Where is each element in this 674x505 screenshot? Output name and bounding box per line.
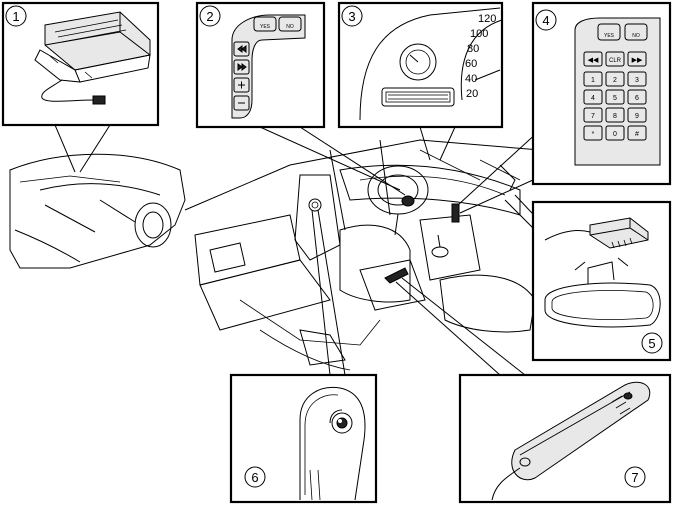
callout-circle-7 [624, 466, 646, 488]
console-keypad-drawing: YES NO ◀◀ CLR ▶▶ 1 2 3 4 5 6 [574, 17, 661, 166]
console-digit-grid: 1 2 3 4 5 6 7 8 9 * 0 # [583, 71, 647, 141]
speaker-grille [331, 412, 353, 434]
digit-key-7: 7 [591, 113, 595, 120]
component-box-2: YES NO 2 [195, 1, 326, 129]
callout-label-2: 2 [206, 9, 213, 24]
headrest-speaker-drawing [299, 386, 366, 501]
wheel-no-label: NO [286, 24, 294, 30]
rearview-mirror [544, 282, 661, 328]
handset-mic [519, 457, 531, 467]
callout-circle-5 [641, 332, 663, 354]
component-box-1: 1 [1, 1, 160, 127]
digit-key-6: 6 [635, 95, 639, 102]
callout-label-5: 5 [648, 336, 655, 351]
console-yes-label: YES [604, 33, 615, 39]
component-box-3: 120 100 80 60 40 20 3 [337, 1, 504, 129]
digit-key-8: 8 [613, 113, 617, 120]
console-no-key [624, 23, 648, 41]
car-interior-background [184, 139, 591, 371]
wheel-no-key [278, 16, 302, 32]
wheel-yes-label: YES [260, 24, 271, 30]
callout-label-3: 3 [348, 9, 355, 24]
speed-label-60: 60 [465, 58, 477, 70]
console-no-label: NO [632, 33, 640, 39]
console-forward-label: ▶▶ [632, 57, 643, 64]
callout-circle-3 [341, 5, 363, 27]
speedometer-scale: 120 100 80 60 40 20 [465, 13, 496, 100]
mirror-microphone-drawing [544, 217, 661, 328]
speed-label-20: 20 [466, 88, 478, 100]
component-box-5: 5 [531, 200, 672, 362]
small-gauge [399, 43, 437, 81]
steering-wheel-keypad-drawing: YES NO [231, 14, 306, 119]
rewind-icon [237, 45, 247, 53]
phone-display-window [381, 87, 455, 107]
digit-key-1: 1 [591, 77, 595, 84]
component-box-7: 7 [458, 373, 672, 504]
car-exterior-background [9, 153, 186, 269]
callout-circle-6 [244, 466, 266, 488]
callout-label-7: 7 [631, 470, 638, 485]
wheel-yes-key [253, 16, 277, 32]
console-forward-key [627, 51, 647, 67]
callout-label-4: 4 [542, 13, 549, 28]
callout-circle-1 [5, 5, 27, 27]
console-rewind-key [583, 51, 603, 67]
callout-circle-4 [535, 9, 557, 31]
component-box-6: 6 [229, 373, 378, 504]
digit-key-hash: # [635, 131, 639, 138]
speed-label-100: 100 [470, 28, 488, 40]
speedometer-arc [460, 19, 503, 101]
digit-key-star: * [592, 131, 595, 138]
handset-earpiece-icon [623, 392, 633, 400]
fast-forward-icon [237, 63, 247, 71]
instrument-cluster-drawing: 120 100 80 60 40 20 [359, 7, 503, 121]
digit-key-5: 5 [613, 95, 617, 102]
digit-key-9: 9 [635, 113, 639, 120]
speed-label-80: 80 [467, 43, 479, 55]
leader-lines [54, 124, 556, 376]
speed-label-120: 120 [478, 13, 496, 25]
callout-label-1: 1 [12, 9, 19, 24]
callout-circle-2 [199, 5, 221, 27]
roof-module-drawing [34, 11, 151, 105]
digit-key-4: 4 [591, 95, 595, 102]
digit-key-3: 3 [635, 77, 639, 84]
console-rewind-label: ◀◀ [588, 57, 599, 64]
console-yes-key [597, 23, 621, 41]
digit-key-0: 0 [613, 131, 617, 138]
digit-key-2: 2 [613, 77, 617, 84]
callout-label-6: 6 [251, 470, 258, 485]
component-box-4: YES NO ◀◀ CLR ▶▶ 1 2 3 4 5 6 [531, 1, 672, 186]
plus-icon [238, 81, 245, 89]
speed-label-40: 40 [465, 73, 477, 85]
console-clear-label: CLR [609, 58, 622, 64]
console-clear-key [605, 51, 625, 67]
handset-drawing [491, 381, 651, 501]
